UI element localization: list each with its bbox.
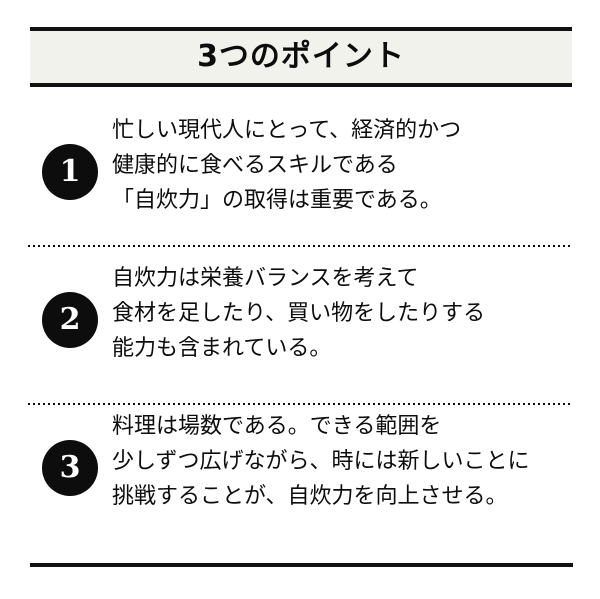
divider-dotted-1 [28,245,572,247]
point-text-3: 料理は場数である。できる範囲を 少しずつ広げながら、時には新しいことに 挑戦する… [112,393,572,530]
point-line: 挑戦することが、自炊力を向上させる。 [112,484,508,509]
point-line: 忙しい現代人にとって、経済的かつ [112,118,462,143]
point-item-1: 1 忙しい現代人にとって、経済的かつ 健康的に食べるスキルである 「自炊力」の取… [0,97,600,245]
point-item-2: 2 自炊力は栄養バランスを考えて 食材を足したり、買い物をしたりする 能力も含ま… [0,245,600,393]
point-line: 食材を足したり、買い物をしたりする [112,301,486,326]
point-item-3: 3 料理は場数である。できる範囲を 少しずつ広げながら、時には新しいことに 挑戦… [0,393,600,541]
point-number-badge-1: 1 [42,144,98,200]
point-line: 自炊力は栄養バランスを考えて [112,266,419,291]
point-text-1: 忙しい現代人にとって、経済的かつ 健康的に食べるスキルである 「自炊力」の取得は… [112,97,572,234]
title-band: 3つのポイント [30,27,572,87]
badge-cell-1: 1 [28,142,112,200]
point-line: 能力も含まれている。 [112,336,332,361]
point-number-badge-3: 3 [42,440,98,496]
badge-cell-2: 2 [28,290,112,348]
bottom-rule [30,563,573,567]
point-text-2: 自炊力は栄養バランスを考えて 食材を足したり、買い物をしたりする 能力も含まれて… [112,245,572,382]
divider-dotted-2 [28,403,572,405]
point-number-badge-2: 2 [42,292,98,348]
point-line: 健康的に食べるスキルである [112,153,398,178]
point-line: 少しずつ広げながら、時には新しいことに [112,449,530,474]
badge-cell-3: 3 [28,438,112,496]
point-line: 料理は場数である。できる範囲を [112,414,442,439]
point-line: 「自炊力」の取得は重要である。 [112,188,442,213]
page-title: 3つのポイント [197,39,405,74]
points-list: 1 忙しい現代人にとって、経済的かつ 健康的に食べるスキルである 「自炊力」の取… [0,97,600,541]
